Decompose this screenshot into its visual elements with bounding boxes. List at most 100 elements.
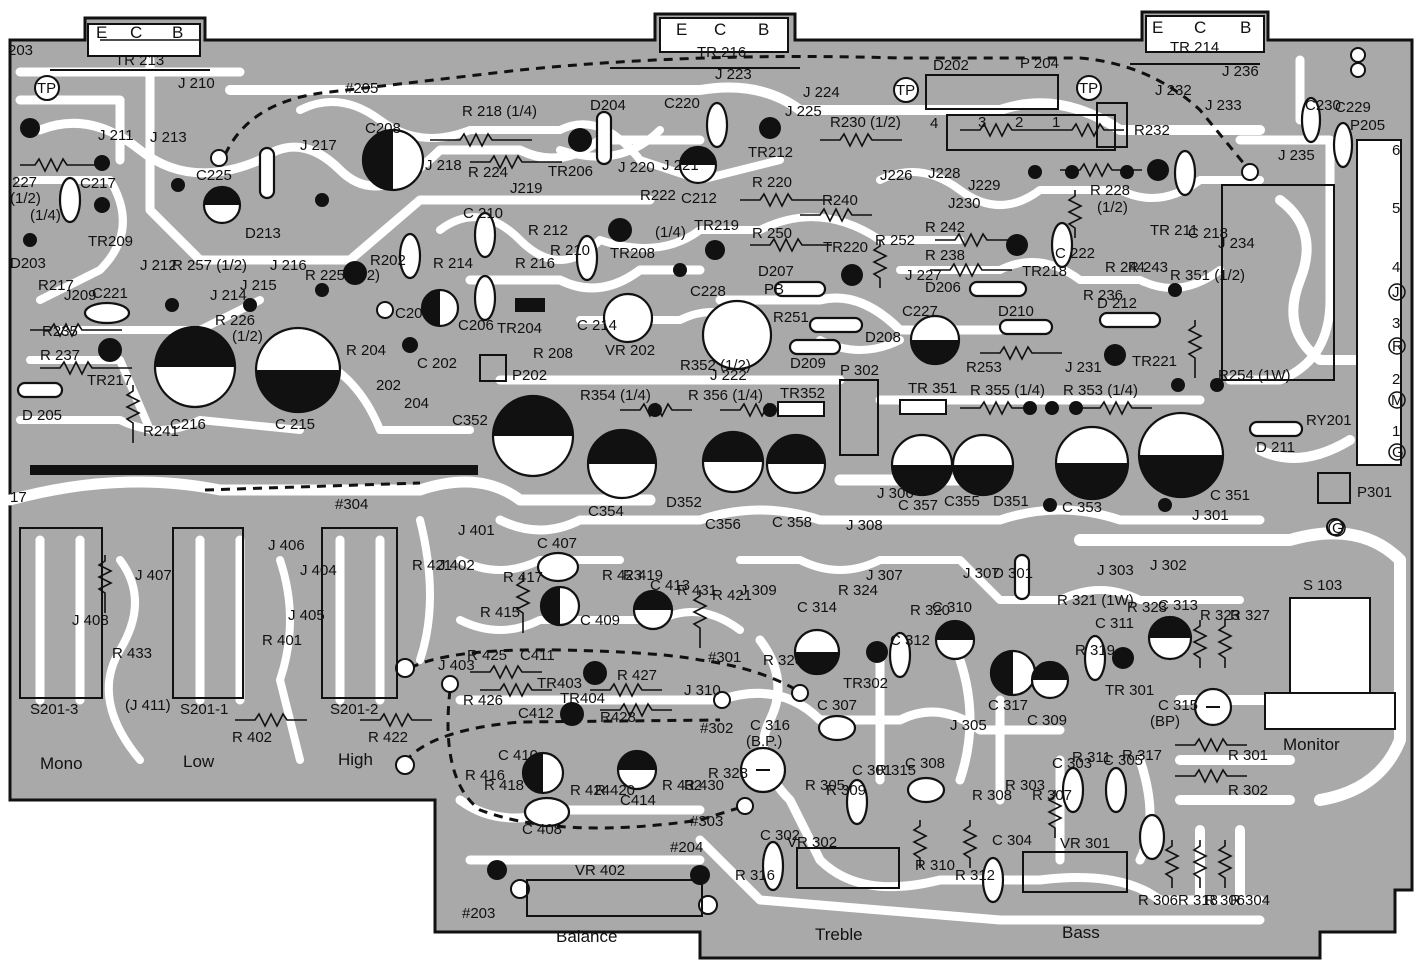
label-tr351: TR 351 (908, 380, 957, 397)
label-tp2: TP (896, 82, 915, 99)
label-r423: R 423 (602, 567, 642, 584)
label-tr218: TR218 (1022, 263, 1067, 280)
label-j219: J219 (510, 180, 543, 197)
label-d203: D203 (10, 255, 46, 272)
label-r319: R 319 (1075, 642, 1115, 659)
label-wire-204: #204 (670, 839, 703, 856)
label-c220: C220 (664, 95, 700, 112)
label-tr213: TR 213 (115, 52, 164, 69)
capacitor-c202 (420, 288, 460, 328)
label-r421-left: R 421 (412, 557, 452, 574)
capacitor-c354 (586, 428, 658, 500)
label-tr301: TR 301 (1105, 682, 1154, 699)
label-r228-rating: (1/2) (1097, 199, 1128, 216)
label-c218: C 218 (1188, 225, 1228, 242)
p205-pin-g: G (1392, 444, 1404, 461)
label-j215: J 215 (240, 277, 277, 294)
label-j230: J230 (948, 195, 981, 212)
resistors (20, 122, 1247, 888)
shield-wire-303 (446, 689, 746, 830)
label-r321: R 321 (1W) (1057, 592, 1134, 609)
label-s103: S 103 (1303, 577, 1342, 594)
label-c230: C230 (1305, 97, 1341, 114)
label-r324: R 324 (838, 582, 878, 599)
label-bass: Bass (1062, 923, 1100, 942)
label-tr212: TR212 (748, 144, 793, 161)
label-tr302: TR302 (843, 675, 888, 692)
label-r304: R 304 (1230, 892, 1270, 909)
label-j218: J 218 (425, 157, 462, 174)
label-j216: J 216 (270, 257, 307, 274)
label-c309: C 309 (1027, 712, 1067, 729)
label-c303: C 303 (1052, 755, 1092, 772)
label-tp1: TP (37, 80, 56, 97)
label-r250: R 250 (752, 225, 792, 242)
label-r306-left: R 306 (1138, 892, 1178, 909)
label-c202: C 202 (417, 355, 457, 372)
label-j232: J 232 (1155, 82, 1192, 99)
label-tr209: TR209 (88, 233, 133, 250)
label-d207: D207 (758, 263, 794, 280)
label-r257: R 257 (1/2) (172, 257, 247, 274)
label-j301: J 301 (1192, 507, 1229, 524)
label-pb: PB (764, 281, 784, 298)
tr213-pin-b: B (172, 23, 183, 42)
label-r225: R 225 (1/2) (305, 267, 380, 284)
tr214-pin-c: C (1194, 18, 1206, 37)
p205-pin-2: 2 (1392, 371, 1400, 388)
label-tr220: TR220 (823, 239, 868, 256)
label-r253: R253 (966, 359, 1002, 376)
label-204: 204 (404, 395, 429, 412)
label-c212: C212 (681, 190, 717, 207)
capacitor-c357 (890, 433, 954, 497)
label-c356: C356 (705, 516, 741, 533)
capacitor-c414 (616, 749, 658, 791)
label-d352: D352 (666, 494, 702, 511)
p205-pin-j: J (1392, 284, 1400, 301)
label-j404: J 404 (300, 562, 337, 579)
label-r430: R 430 (684, 777, 724, 794)
ground-bus-bar (30, 465, 478, 475)
label-j307-b: J 307 (963, 565, 1000, 582)
label-low: Low (183, 752, 215, 771)
label-c302: C 302 (760, 827, 800, 844)
label-p204-pin2: 2 (1015, 114, 1023, 131)
label-r323-left: R 323 (1127, 599, 1167, 616)
label-r230: R230 (1/2) (830, 114, 901, 131)
label-tr404: TR404 (560, 690, 605, 707)
label-c217: C217 (80, 175, 116, 192)
label-d301: D 301 (993, 565, 1033, 582)
label-c312: C 312 (890, 632, 930, 649)
label-tr206: TR206 (548, 163, 593, 180)
label-j225: J 225 (785, 103, 822, 120)
label-r351: R 351 (1/2) (1170, 267, 1245, 284)
capacitor-c355 (951, 433, 1015, 497)
label-tr221: TR221 (1132, 353, 1177, 370)
label-r312: R 312 (955, 867, 995, 884)
label-mono: Mono (40, 754, 83, 773)
switch-blocks (19, 74, 1402, 917)
capacitor-c315 (1193, 687, 1233, 727)
label-227-rating: (1/2) (10, 190, 41, 207)
label-r251: R251 (773, 309, 809, 326)
label-p204-pin3: 3 (978, 114, 986, 131)
capacitor-c314 (793, 628, 841, 676)
label-j401: J 401 (458, 522, 495, 539)
capacitor-c317 (989, 649, 1037, 697)
label-c221: C221 (92, 285, 128, 302)
film-capacitors (58, 96, 1354, 904)
capacitor-c227 (909, 314, 961, 366)
label-r420: R 420 (595, 782, 635, 799)
label-r228: R 228 (1090, 182, 1130, 199)
label-r418: R 418 (484, 777, 524, 794)
label-r204: R 204 (346, 342, 386, 359)
label-j222: J 222 (710, 367, 747, 384)
label-d204: D204 (590, 97, 626, 114)
capacitor-c225 (202, 185, 242, 225)
label-j220: J 220 (618, 159, 655, 176)
transistor-header-tr213 (50, 23, 210, 71)
label-c227: C227 (902, 303, 938, 320)
label-j402: J 402 (438, 557, 475, 574)
label-j210: J 210 (178, 75, 215, 92)
label-tr352: TR352 (780, 385, 825, 402)
